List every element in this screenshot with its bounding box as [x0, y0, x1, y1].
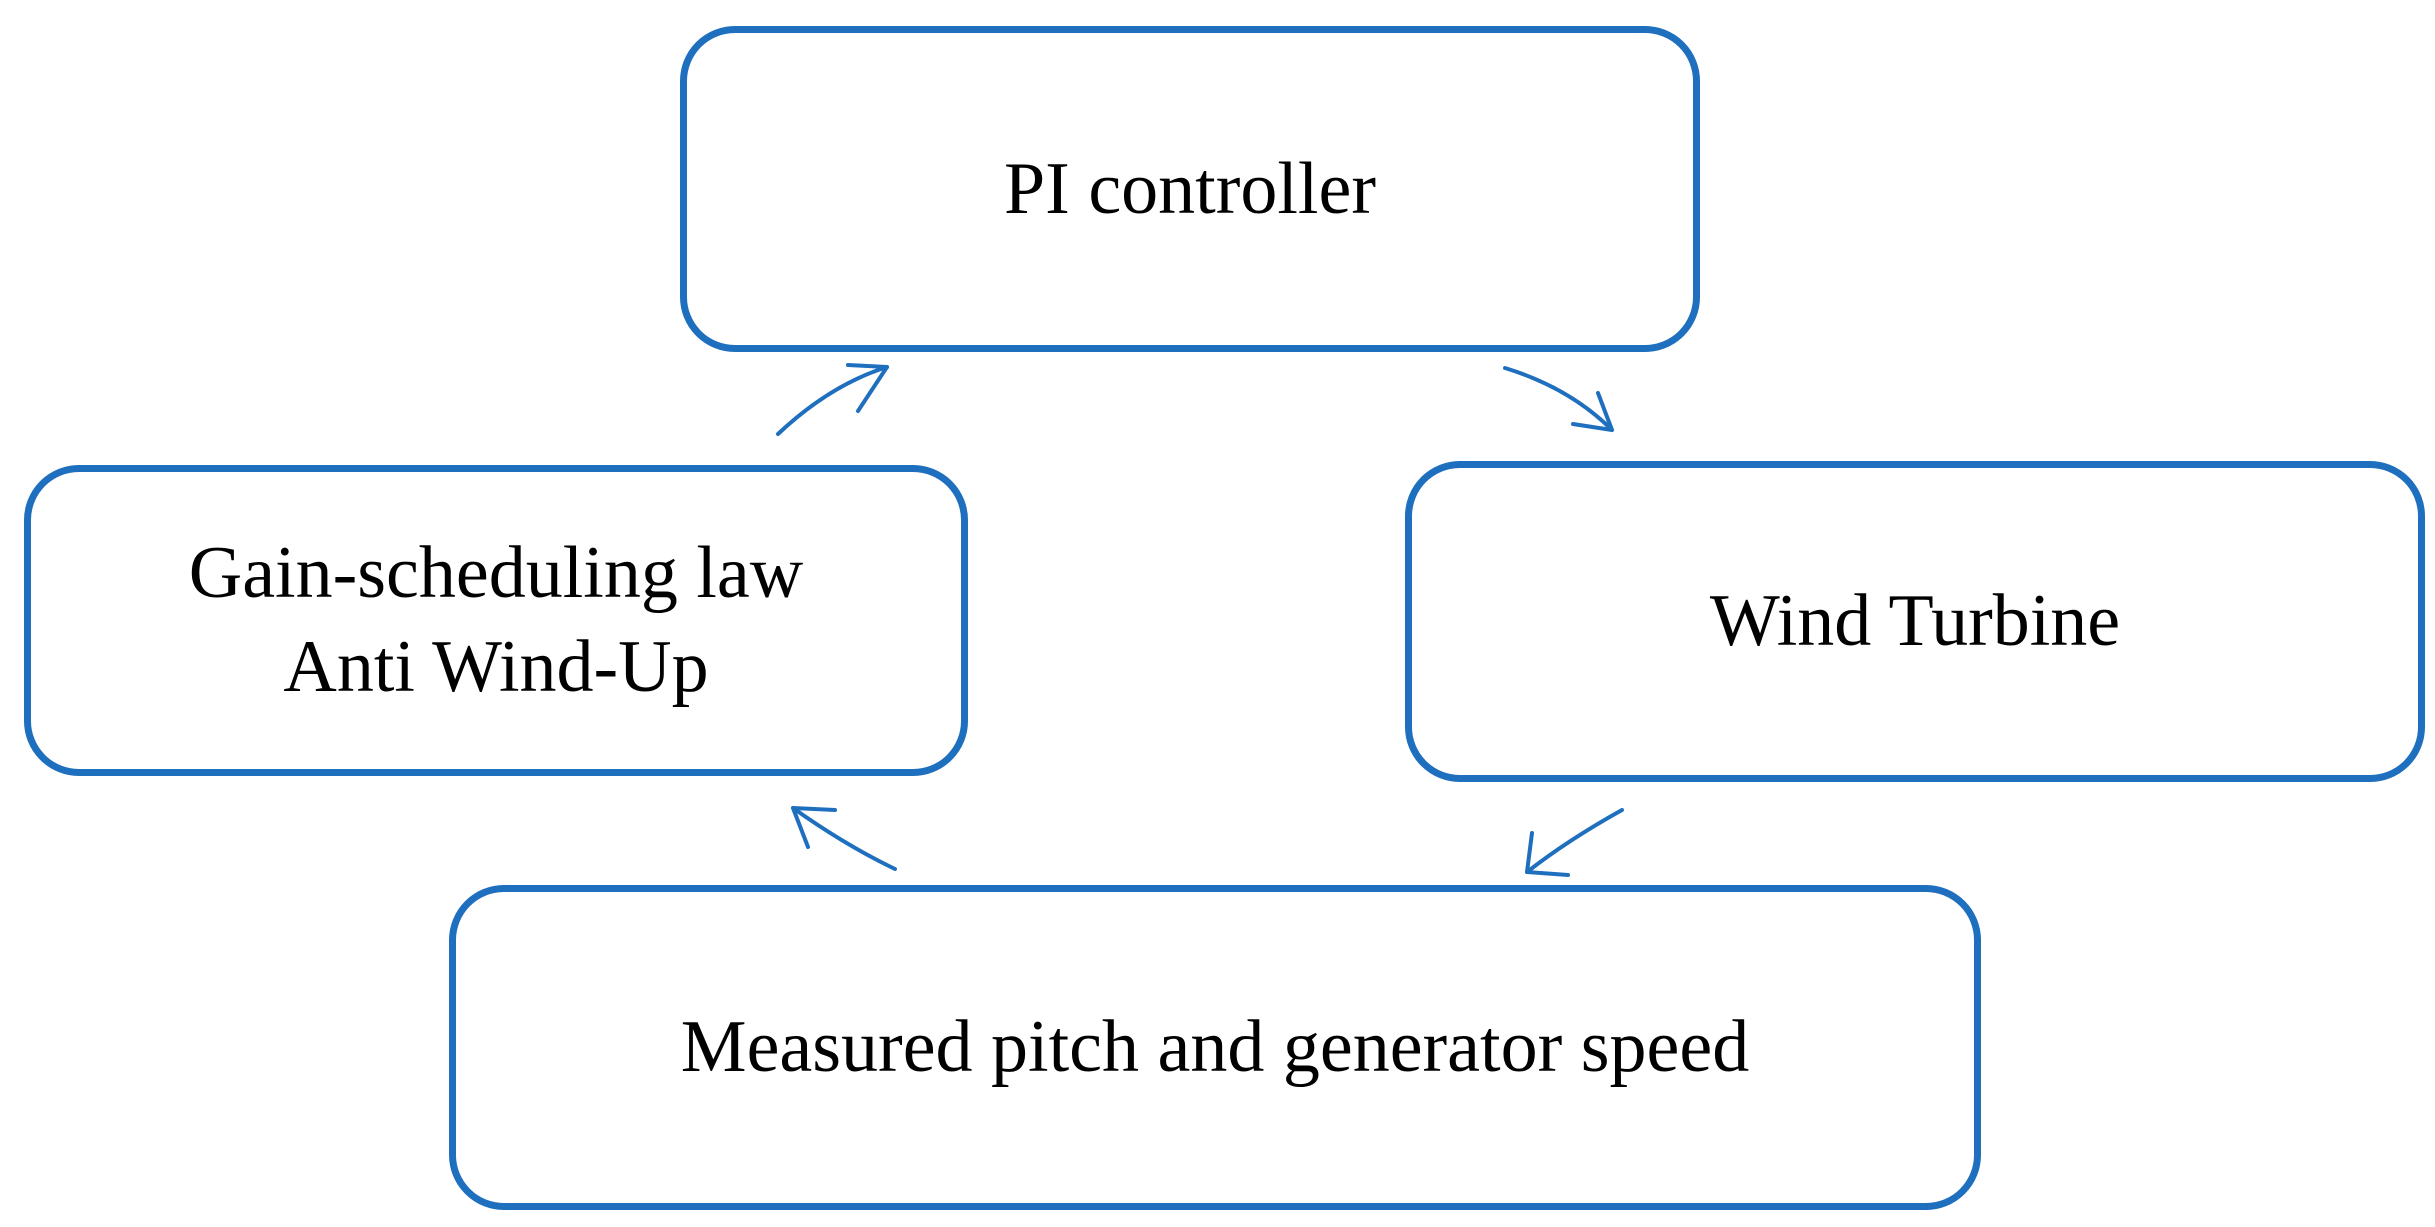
pi-controller-label: PI controller [1004, 147, 1376, 230]
arrow-pi-to-wind [1503, 366, 1614, 432]
anti-wind-up-label: Anti Wind-Up [283, 625, 709, 708]
wind-turbine-box: Wind Turbine [1405, 461, 2425, 782]
arrow-gain-to-pi [776, 363, 889, 436]
arrow-wind-to-measured [1525, 808, 1624, 877]
measured-box: Measured pitch and generator speed [449, 885, 1981, 1210]
wind-turbine-label: Wind Turbine [1709, 580, 2121, 663]
arrow-measured-to-gain [791, 806, 897, 871]
measured-label: Measured pitch and generator speed [680, 1006, 1750, 1089]
pi-controller-box: PI controller [680, 26, 1700, 352]
gain-scheduling-label: Gain-scheduling law [188, 531, 804, 614]
gain-scheduling-box: Gain-scheduling law Anti Wind-Up [24, 465, 968, 776]
